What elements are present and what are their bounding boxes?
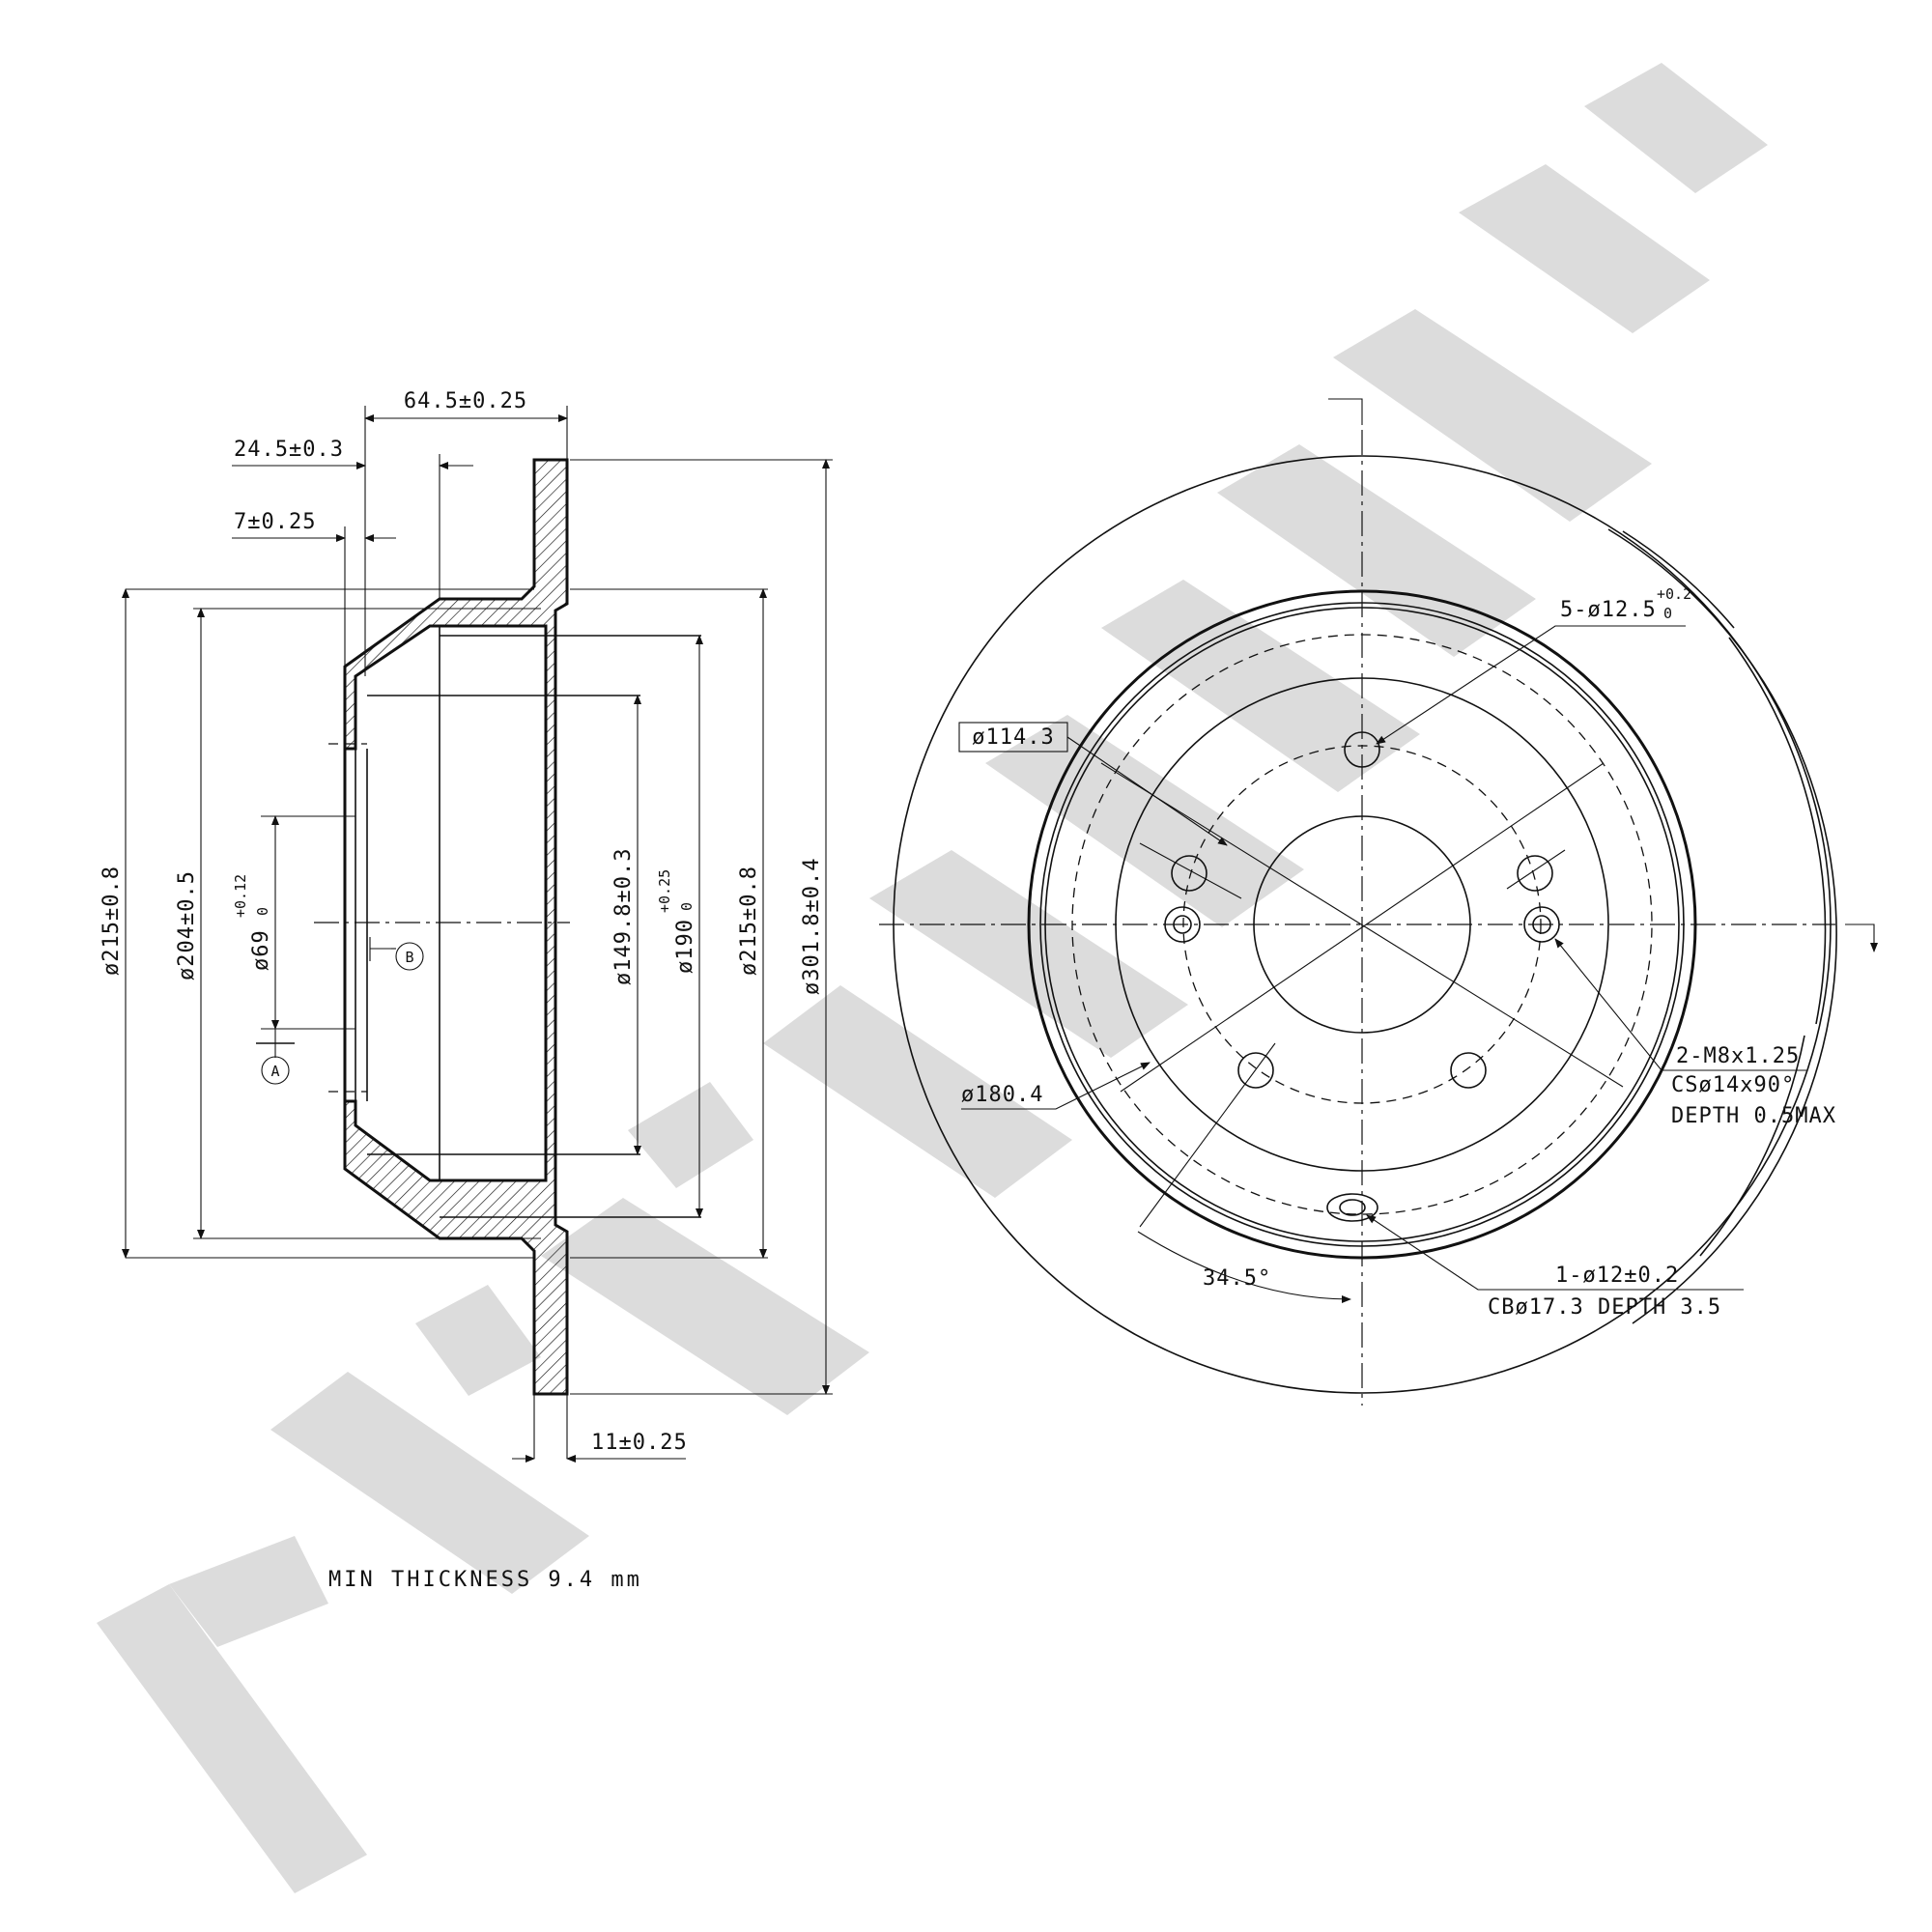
- pin-line-2: CBø17.3 DEPTH 3.5: [1488, 1295, 1721, 1320]
- disc-section-profile: [343, 458, 569, 1396]
- dim-dia-190-tol-upper: +0.25: [656, 869, 673, 913]
- dim-dia-69: ø69: [249, 929, 273, 971]
- dim-dia-301: ø301.8±0.4: [800, 858, 824, 995]
- pin-line-1: 1-ø12±0.2: [1555, 1264, 1679, 1288]
- dim-dia-190: ø190: [673, 919, 697, 974]
- dim-dia-190-tol-lower: 0: [678, 902, 696, 911]
- dim-dia-215-right: ø215±0.8: [737, 866, 761, 976]
- datum-b-label: B: [405, 949, 413, 966]
- dim-depth-total: 64.5±0.25: [404, 389, 527, 413]
- dim-disc-thickness: 11±0.25: [591, 1431, 688, 1455]
- holes-label: 5-ø12.5: [1560, 598, 1657, 622]
- pcd-circle: [1071, 634, 1653, 1215]
- dia-180-label: ø180.4: [961, 1083, 1043, 1107]
- dim-dia-215-left: ø215±0.8: [99, 866, 124, 976]
- wheel-hole-lower-right: [1450, 1052, 1487, 1089]
- holes-tol-upper: +0.2: [1657, 585, 1691, 603]
- dim-dia-69-tol-upper: +0.12: [232, 874, 249, 918]
- min-thickness-note: MIN THICKNESS 9.4 mm: [328, 1568, 642, 1592]
- angle-label: 34.5°: [1203, 1266, 1271, 1291]
- locating-pin-hole: [1326, 1193, 1378, 1222]
- front-view: 5-ø12.5 +0.2 0 ø114.3 ø180.4 2-M8x1.25 C…: [879, 398, 1878, 1406]
- thread-line-1: 2-M8x1.25: [1676, 1044, 1800, 1068]
- wheel-hole-upper-left: [1171, 855, 1208, 892]
- datum-a-label: A: [270, 1063, 279, 1080]
- wheel-hole-upper-right: [1517, 855, 1553, 892]
- dim-dia-149: ø149.8±0.3: [611, 848, 636, 985]
- thread-line-2: CSø14x90°: [1671, 1073, 1795, 1097]
- section-view: A B 64.5±0.25 24.5±0.3 7±0.25 11±0.25 ø2…: [99, 389, 833, 1592]
- holes-tol-lower: 0: [1663, 605, 1672, 622]
- watermark-logo: [97, 63, 1768, 1893]
- wheel-hole-lower-left: [1237, 1052, 1274, 1089]
- pcd-label: ø114.3: [972, 725, 1054, 750]
- wheel-hole-top: [1344, 731, 1380, 768]
- dim-depth-small: 7±0.25: [234, 510, 316, 534]
- threaded-hole-right: [1523, 906, 1560, 943]
- dim-dia-204: ø204±0.5: [175, 870, 199, 980]
- threaded-hole-left: [1164, 906, 1201, 943]
- dim-depth-mid: 24.5±0.3: [234, 438, 344, 462]
- dim-dia-69-tol-lower: 0: [254, 907, 271, 916]
- thread-line-3: DEPTH 0.5MAX: [1671, 1104, 1836, 1128]
